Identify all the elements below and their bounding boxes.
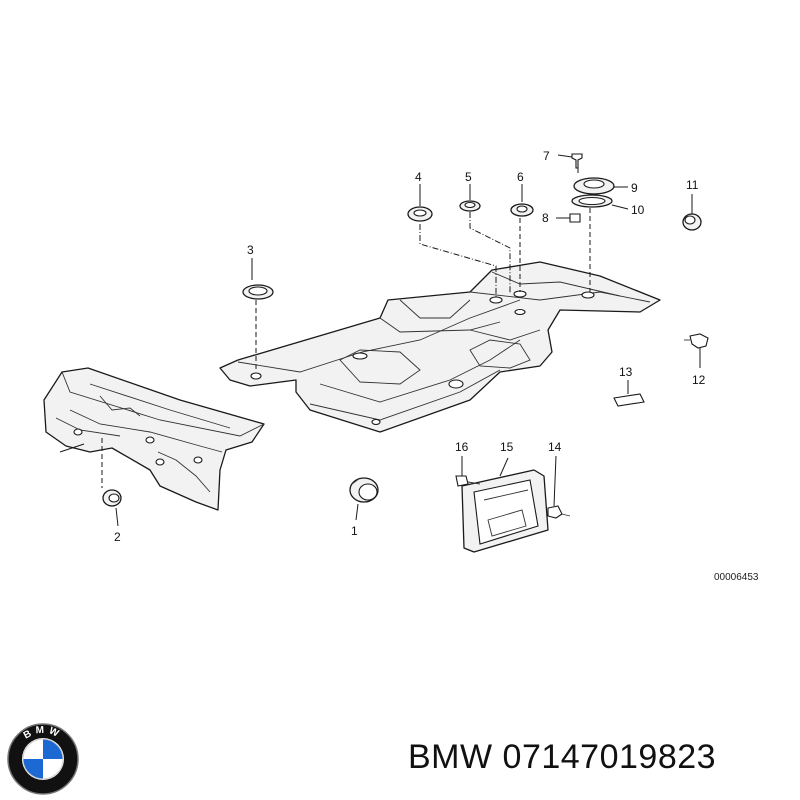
plug-11: [682, 194, 702, 231]
diagram-reference-code: 00006453: [714, 572, 759, 583]
callout-9: 9: [631, 181, 638, 195]
part-number: 07147019823: [502, 738, 717, 776]
part-caption: BMW 07147019823: [408, 738, 716, 777]
floor-pan: [219, 261, 661, 433]
bmw-logo: BMW: [7, 723, 79, 795]
callout-4: 4: [415, 170, 422, 184]
brand-name: BMW: [408, 738, 493, 776]
bulkhead-panel: [43, 367, 265, 511]
plate-13: [613, 380, 645, 407]
mount-stack: [556, 153, 629, 292]
grommet-6: [510, 184, 534, 292]
callout-13: 13: [619, 365, 633, 379]
screw-16: [455, 456, 481, 487]
callout-5: 5: [465, 170, 472, 184]
callout-6: 6: [517, 170, 524, 184]
grommet-2: [101, 438, 122, 527]
callout-10: 10: [631, 203, 645, 217]
callout-14: 14: [548, 440, 562, 454]
access-cover-15: [461, 457, 549, 553]
rubber-plug-1: [349, 477, 379, 521]
callout-8: 8: [542, 211, 549, 225]
callout-1: 1: [351, 524, 358, 538]
nut-14: [547, 455, 571, 519]
grommet-5: [459, 184, 511, 294]
grommet-4: [407, 184, 497, 298]
callout-2: 2: [114, 530, 121, 544]
callout-16: 16: [455, 440, 469, 454]
callout-15: 15: [500, 440, 514, 454]
callout-11: 11: [686, 178, 699, 192]
callout-12: 12: [692, 373, 706, 387]
screw-12: [684, 333, 709, 368]
callout-3: 3: [247, 243, 254, 257]
callout-7: 7: [543, 149, 550, 163]
grommet-3: [242, 258, 274, 372]
